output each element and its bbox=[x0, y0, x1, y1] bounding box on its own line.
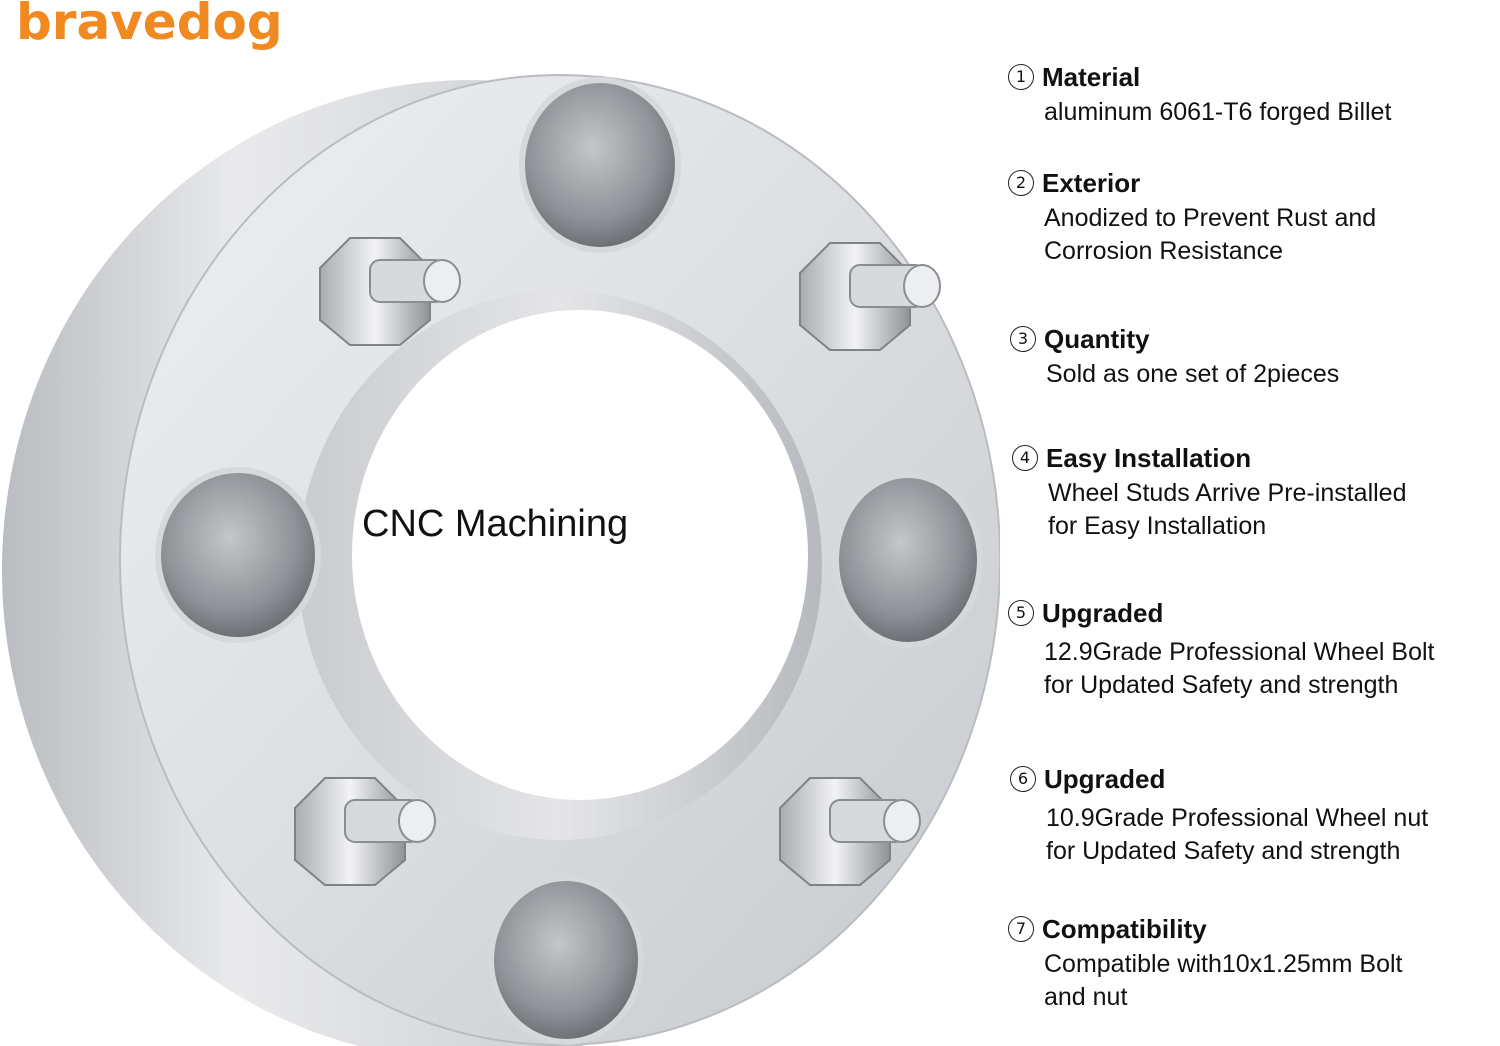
wheel-spacer-image bbox=[0, 60, 1000, 1046]
feature-desc: aluminum 6061-T6 forged Billet bbox=[1044, 98, 1392, 126]
number-badge: 3 bbox=[1010, 326, 1036, 352]
feature-compatibility: 7 Compatibility Compatible with10x1.25mm… bbox=[1008, 914, 1403, 1014]
feature-desc: for Updated Safety and strength bbox=[1044, 671, 1399, 699]
center-bore bbox=[352, 310, 808, 800]
feature-desc: Sold as one set of 2pieces bbox=[1046, 360, 1340, 388]
feature-easy-installation: 4 Easy Installation Wheel Studs Arrive P… bbox=[1012, 443, 1406, 543]
feature-desc: 10.9Grade Professional Wheel nut bbox=[1046, 804, 1429, 832]
feature-desc: for Updated Safety and strength bbox=[1046, 837, 1401, 865]
feature-title: Material bbox=[1042, 62, 1141, 92]
feature-desc: Anodized to Prevent Rust and bbox=[1044, 204, 1377, 232]
number-badge: 7 bbox=[1008, 916, 1034, 942]
feature-title: Exterior bbox=[1042, 168, 1141, 198]
feature-title: Compatibility bbox=[1042, 914, 1207, 944]
lug-holes bbox=[155, 77, 983, 1045]
cnc-machining-label: CNC Machining bbox=[362, 503, 629, 545]
feature-desc: Wheel Studs Arrive Pre-installed bbox=[1048, 479, 1407, 507]
feature-title: Upgraded bbox=[1042, 598, 1164, 628]
number-badge: 1 bbox=[1008, 64, 1034, 90]
feature-title: Easy Installation bbox=[1046, 443, 1252, 473]
feature-desc: Corrosion Resistance bbox=[1044, 237, 1283, 265]
feature-upgraded-bolt: 5 Upgraded 12.9Grade Professional Wheel … bbox=[1008, 598, 1435, 702]
feature-title: Upgraded bbox=[1044, 764, 1166, 794]
feature-desc: Compatible with10x1.25mm Bolt bbox=[1044, 950, 1403, 978]
feature-desc: for Easy Installation bbox=[1048, 512, 1267, 540]
number-badge: 4 bbox=[1012, 445, 1038, 471]
number-badge: 2 bbox=[1008, 170, 1034, 196]
feature-exterior: 2 Exterior Anodized to Prevent Rust and … bbox=[1008, 168, 1376, 268]
number-badge: 5 bbox=[1008, 600, 1034, 626]
number-badge: 6 bbox=[1010, 766, 1036, 792]
brand-logo: bravedog bbox=[16, 0, 283, 51]
feature-desc: and nut bbox=[1044, 983, 1128, 1011]
studs-with-nuts bbox=[294, 237, 941, 886]
feature-quantity: 3 Quantity Sold as one set of 2pieces bbox=[1010, 324, 1339, 391]
feature-desc: 12.9Grade Professional Wheel Bolt bbox=[1044, 638, 1435, 666]
feature-title: Quantity bbox=[1044, 324, 1150, 354]
feature-material: 1 Material aluminum 6061-T6 forged Bille… bbox=[1008, 62, 1391, 129]
feature-upgraded-nut: 6 Upgraded 10.9Grade Professional Wheel … bbox=[1010, 764, 1428, 868]
